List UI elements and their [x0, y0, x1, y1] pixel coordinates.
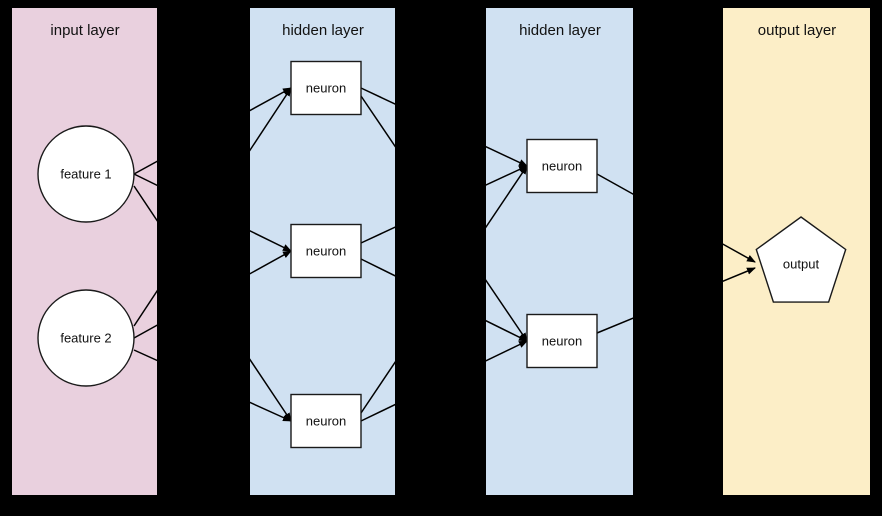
layer-title-hidden-2: hidden layer: [519, 22, 601, 39]
layer-panel-hidden-2: [486, 8, 633, 495]
layer-title-input: input layer: [50, 22, 119, 39]
node-output-node[interactable]: [755, 216, 847, 303]
layer-nodes: feature 1 feature 2 neuron neuron neuron neur…: [37, 60, 847, 449]
node-label-hidden1-neuron-3: neuron: [306, 413, 346, 428]
layer-panel-input: [12, 8, 157, 495]
node-hidden1-neuron-3[interactable]: [290, 393, 362, 449]
node-label-hidden1-neuron-2: neuron: [306, 243, 346, 258]
node-hidden1-neuron-2[interactable]: [290, 223, 362, 279]
layer-panels: [12, 8, 870, 495]
node-feature-2[interactable]: [37, 289, 135, 387]
layer-titles: input layer hidden layer hidden layer outpu…: [50, 22, 836, 39]
node-label-output-node: output: [783, 256, 820, 271]
connection-edges: [133, 87, 756, 422]
node-label-hidden1-neuron-1: neuron: [306, 80, 346, 95]
layer-title-hidden-1: hidden layer: [282, 22, 364, 39]
node-label-feature-2: feature 2: [60, 330, 111, 345]
node-hidden2-neuron-2[interactable]: [526, 313, 598, 369]
node-hidden1-neuron-1[interactable]: [290, 60, 362, 116]
node-label-feature-1: feature 1: [60, 166, 111, 181]
node-feature-1[interactable]: [37, 125, 135, 223]
layer-title-output: output layer: [758, 22, 836, 39]
node-hidden2-neuron-1[interactable]: [526, 138, 598, 194]
node-label-hidden2-neuron-2: neuron: [542, 333, 582, 348]
node-label-hidden2-neuron-1: neuron: [542, 158, 582, 173]
